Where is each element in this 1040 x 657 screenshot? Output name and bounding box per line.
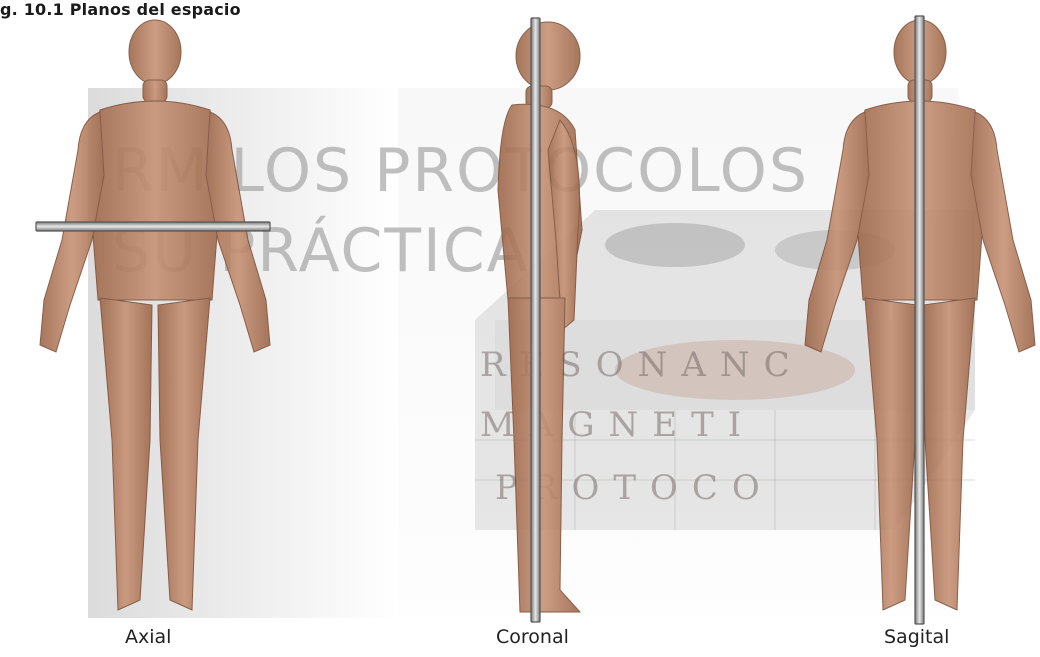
sagital-plane-bar — [915, 16, 924, 624]
label-axial: Axial — [125, 626, 171, 648]
axial-plane-bar — [36, 222, 270, 231]
label-sagital: Sagital — [884, 626, 949, 648]
figure-axial-body — [40, 20, 270, 610]
coronal-plane-bar — [531, 18, 540, 622]
label-coronal: Coronal — [496, 626, 569, 648]
